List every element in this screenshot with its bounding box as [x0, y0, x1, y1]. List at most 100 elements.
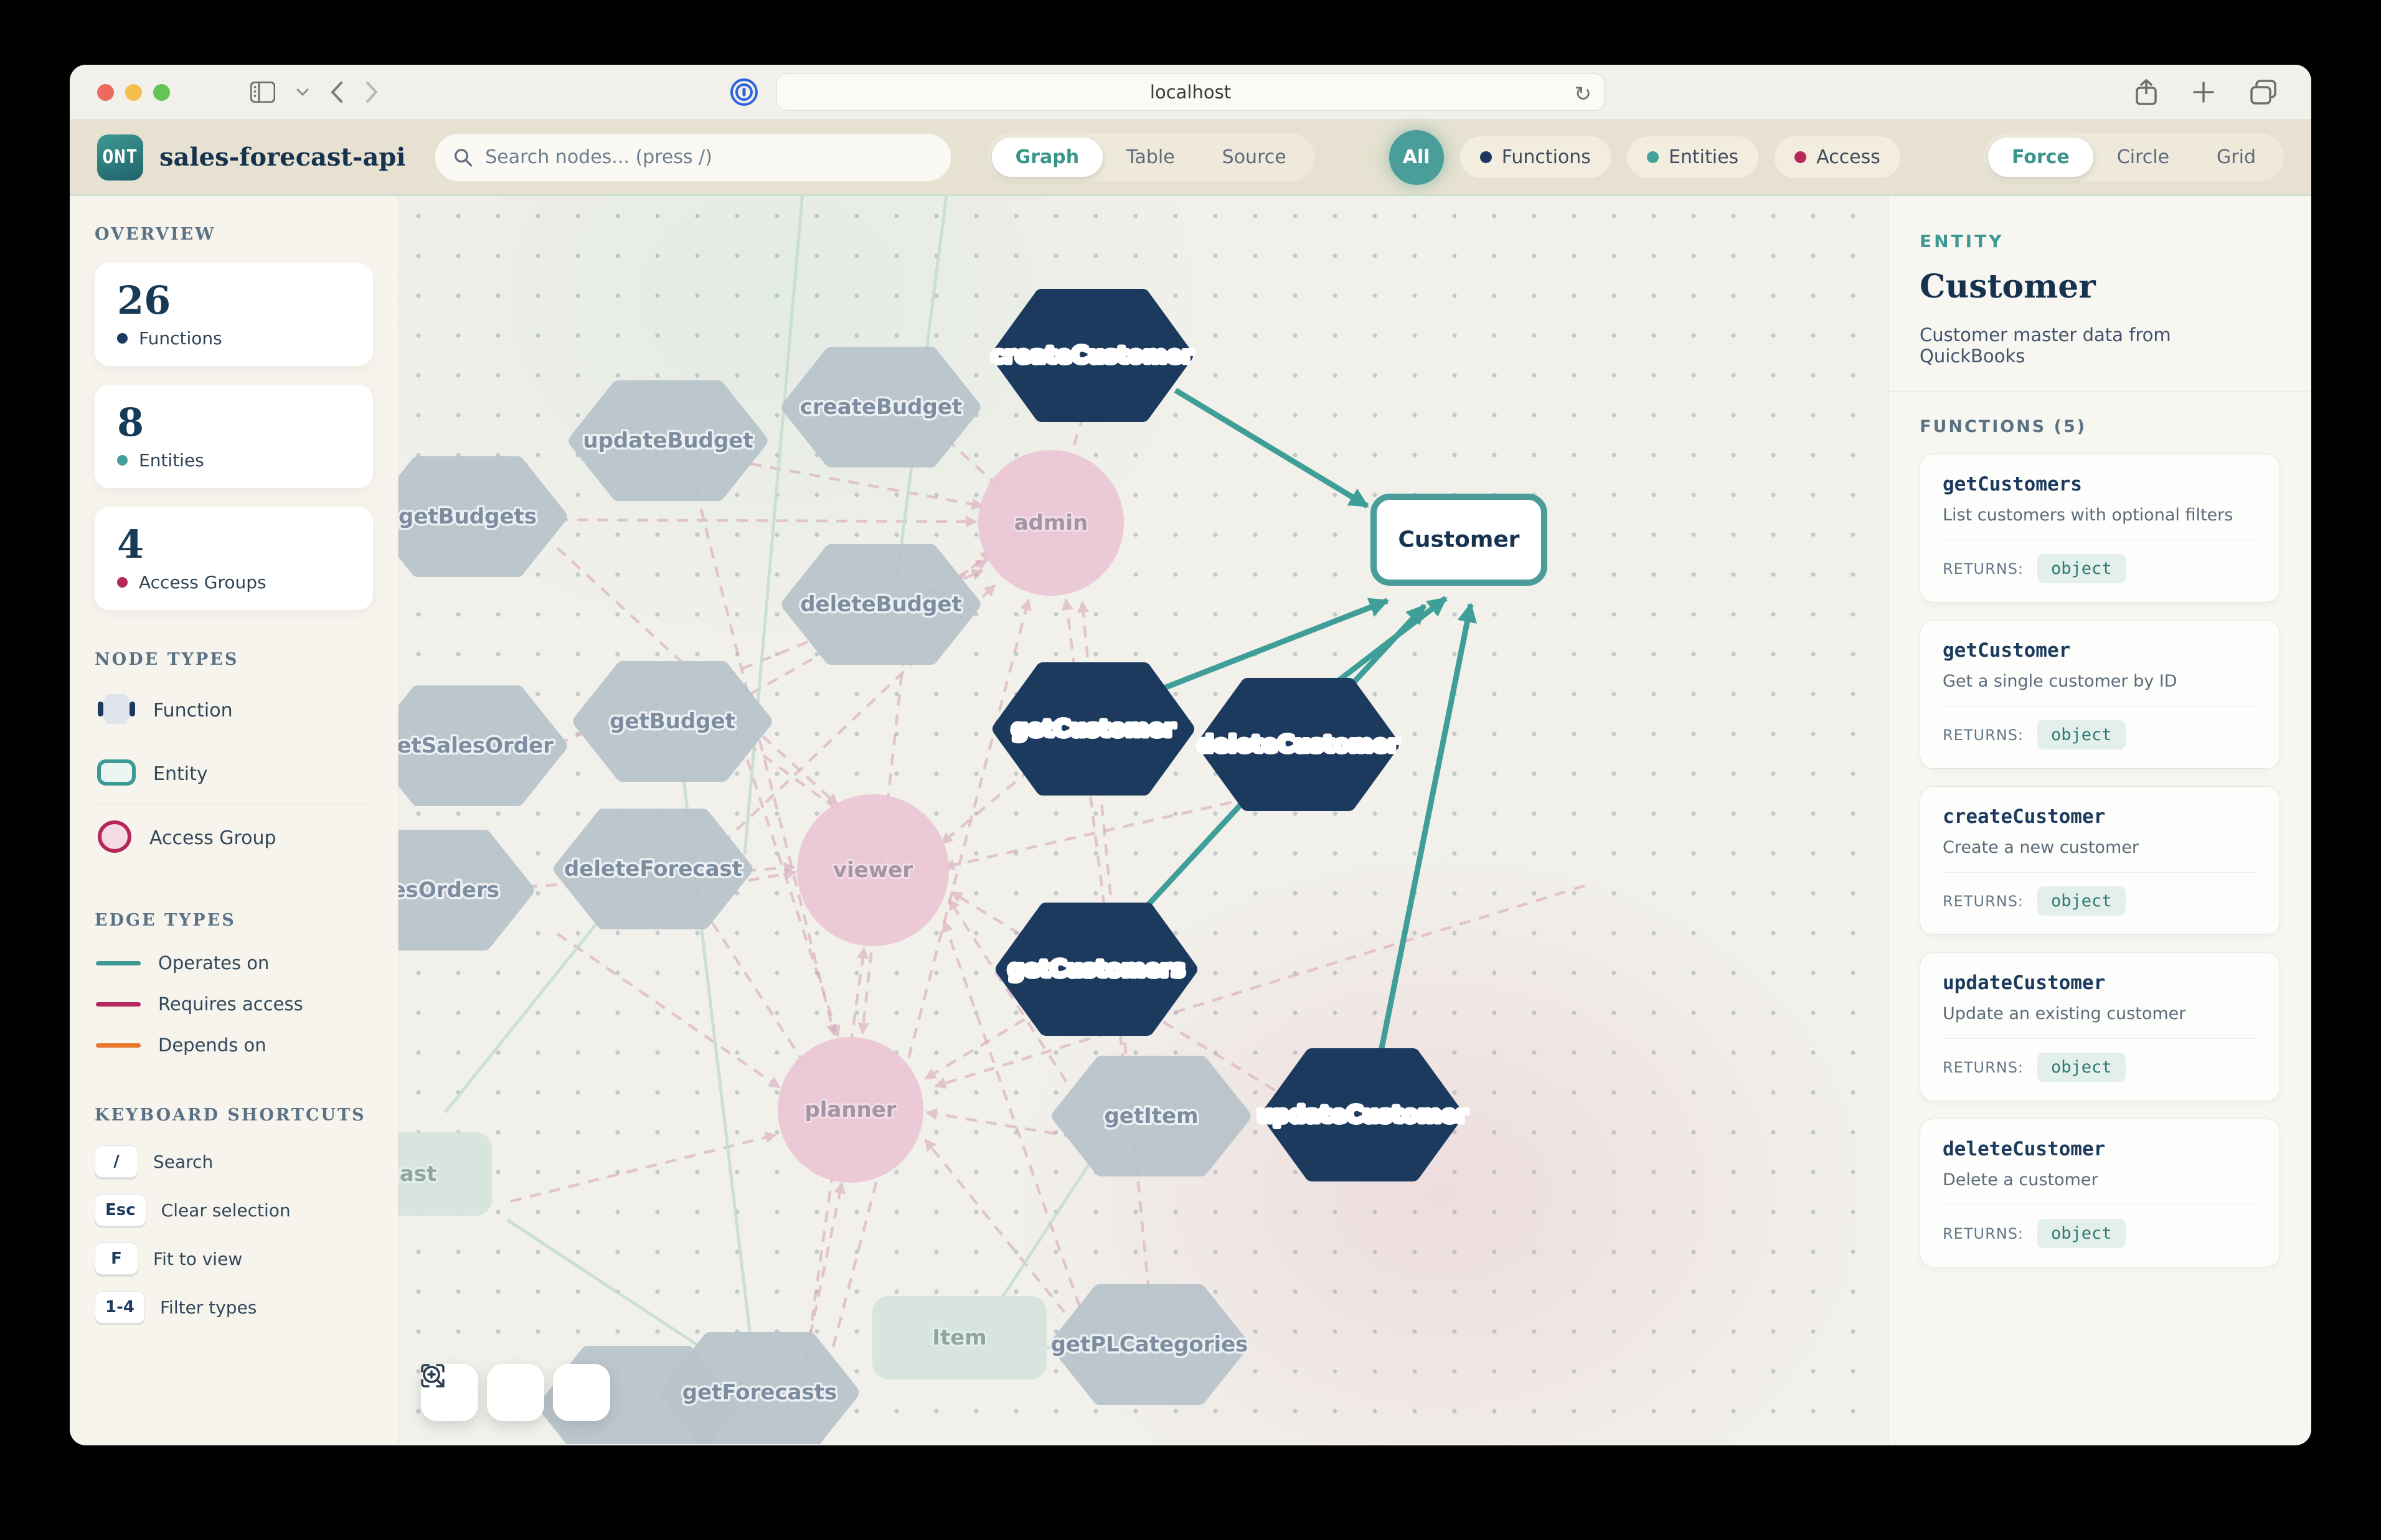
- graph-node-label-createCustomer: createCustomer: [991, 343, 1194, 369]
- filter-all-button[interactable]: All: [1389, 129, 1444, 185]
- share-icon[interactable]: [2136, 79, 2157, 105]
- graph-node-label-Item: Item: [932, 1325, 986, 1350]
- graph-node-Customer[interactable]: [1370, 494, 1547, 586]
- edge-requires: [746, 743, 847, 817]
- filter-dot: [1479, 151, 1492, 163]
- chevron-down-icon[interactable]: [296, 88, 309, 96]
- returns-type-badge: object: [2037, 720, 2126, 749]
- url-text: localhost: [1149, 82, 1232, 103]
- edge-requires: [934, 884, 1585, 1089]
- forward-icon[interactable]: [365, 81, 379, 103]
- filter-access-button[interactable]: Access: [1775, 136, 1900, 178]
- graph-node-getBudget[interactable]: [573, 661, 772, 782]
- node-type-label: Access Group: [149, 827, 276, 849]
- edge-swatch: [96, 1002, 141, 1007]
- function-description: Get a single customer by ID: [1943, 672, 2257, 707]
- graph-node-deleteBudget[interactable]: [781, 544, 981, 665]
- stat-value: 26: [117, 278, 171, 323]
- edge-requires: [945, 438, 1001, 489]
- filter-entities-button[interactable]: Entities: [1626, 136, 1759, 178]
- shortcut-label: Fit to view: [153, 1248, 243, 1269]
- entity-title: Customer: [1920, 268, 2096, 306]
- filter-label: Functions: [1501, 146, 1591, 168]
- graph-node-Forecast[interactable]: [398, 1132, 492, 1216]
- app-title: sales-forecast-api: [159, 143, 406, 172]
- onepassword-extension-icon[interactable]: [729, 77, 759, 110]
- type-filters: All Functions Entities Access: [1389, 129, 1900, 185]
- returns-label: RETURNS:: [1943, 560, 2024, 578]
- graph-node-getCustomers[interactable]: [996, 903, 1197, 1036]
- graph-node-updateCustomer[interactable]: [1261, 1048, 1463, 1181]
- graph-node-label-Customer: Customer: [1398, 527, 1519, 553]
- graph-node-createBudget[interactable]: [781, 347, 981, 467]
- new-tab-icon[interactable]: [2193, 82, 2214, 103]
- edge-operates: [743, 196, 804, 855]
- graph-node-Item[interactable]: [872, 1296, 1047, 1379]
- graph-node-label-updateCustomer: updateCustomer: [1257, 1102, 1468, 1128]
- reload-icon[interactable]: ↻: [1574, 82, 1591, 106]
- search-input[interactable]: [484, 146, 933, 169]
- access-circle-icon: [96, 819, 133, 857]
- graph-node-getSalesOrder[interactable]: [398, 685, 567, 806]
- close-button[interactable]: [97, 84, 114, 101]
- graph-node-getPLCategories[interactable]: [1050, 1284, 1249, 1405]
- graph-node-deleteForecast[interactable]: [554, 809, 753, 929]
- function-name: getCustomers: [1943, 473, 2082, 495]
- filter-functions-button[interactable]: Functions: [1459, 136, 1611, 178]
- layout-force[interactable]: Force: [1987, 138, 2093, 177]
- fit-to-view-button[interactable]: [421, 1364, 610, 1421]
- back-icon[interactable]: [330, 81, 344, 103]
- sidebar-toggle-icon[interactable]: [250, 82, 275, 103]
- zoom-button[interactable]: [153, 84, 170, 101]
- entity-description: Customer master data from QuickBooks: [1920, 324, 2171, 367]
- shortcuts-heading: KEYBOARD SHORTCUTS: [95, 1106, 366, 1125]
- tab-graph[interactable]: Graph: [991, 138, 1103, 177]
- graph-node-planner[interactable]: [778, 1037, 923, 1183]
- layout-grid[interactable]: Grid: [2217, 146, 2256, 168]
- edge-requires: [510, 1132, 777, 1203]
- tabs-overview-icon[interactable]: [2250, 80, 2276, 105]
- graph-node-admin[interactable]: [978, 450, 1124, 596]
- tab-source[interactable]: Source: [1222, 146, 1286, 168]
- shortcut-key: 1-4: [95, 1291, 145, 1324]
- graph-node-getBudgets[interactable]: [398, 456, 567, 577]
- graph-node-getItem[interactable]: [1052, 1056, 1251, 1176]
- graph-node-viewer[interactable]: [797, 794, 949, 946]
- edge-types-heading: EDGE TYPES: [95, 911, 236, 931]
- node-types-heading: NODE TYPES: [95, 650, 239, 670]
- search-bar[interactable]: [434, 133, 951, 182]
- returns-label: RETURNS:: [1943, 726, 2024, 744]
- edge-requires: [804, 1181, 846, 1356]
- function-description: Delete a customer: [1943, 1170, 2257, 1205]
- graph-node-label-updateBudget: updateBudget: [583, 428, 753, 453]
- graph-node-createCustomer[interactable]: [991, 289, 1193, 422]
- graph-node-getCustomer[interactable]: [992, 662, 1194, 796]
- minimize-button[interactable]: [125, 84, 142, 101]
- edge-requires: [1061, 415, 1085, 479]
- graph-node-getSalesOrders[interactable]: [398, 830, 534, 951]
- traffic-lights: [97, 84, 170, 101]
- graph-node-updateBudget[interactable]: [568, 380, 768, 501]
- node-type-access-group: Access Group: [95, 805, 373, 871]
- search-icon: [454, 148, 473, 167]
- tab-table[interactable]: Table: [1126, 146, 1175, 168]
- stat-label: Functions: [139, 328, 222, 349]
- graph-node-deleteCustomer[interactable]: [1197, 678, 1399, 811]
- address-bar[interactable]: localhost ↻: [776, 73, 1605, 111]
- edge-swatch: [96, 960, 141, 965]
- function-name: updateCustomer: [1943, 972, 2106, 994]
- view-switcher: Graph Table Source: [987, 133, 1314, 181]
- function-description: Update an existing customer: [1943, 1004, 2257, 1039]
- zoom-out-button[interactable]: [423, 1364, 544, 1421]
- returns-label: RETURNS:: [1943, 1224, 2024, 1242]
- layout-circle[interactable]: Circle: [2116, 146, 2170, 168]
